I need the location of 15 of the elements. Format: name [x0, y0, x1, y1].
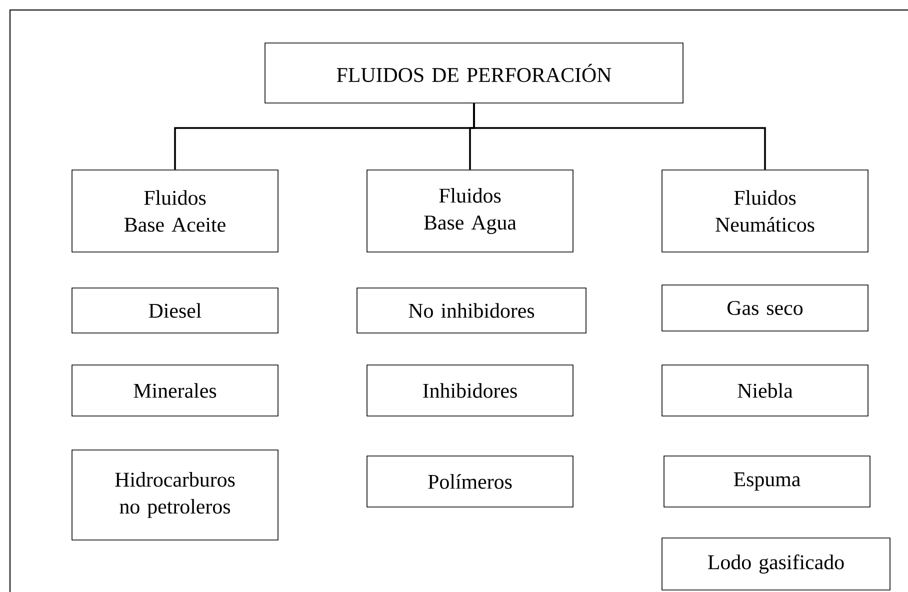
text-box: Espuma	[664, 456, 870, 508]
connector-line	[473, 103, 766, 170]
text-box: Niebla	[662, 364, 868, 416]
text-box: Minerales	[72, 364, 278, 416]
text-box: Inhibidores	[366, 364, 574, 416]
text-box: Fluidos Base Aceite	[72, 170, 278, 252]
text-box: Fluidos Neumáticos	[662, 170, 868, 252]
text-box: FLUIDOS DE PERFORACIÓN	[264, 42, 684, 104]
text-box: Hidrocarburos no petroleros	[72, 450, 278, 540]
text-box: Lodo gasificado	[662, 538, 890, 590]
text-box: Fluidos Base Agua	[366, 170, 574, 252]
text-box: Gas seco	[662, 284, 868, 332]
text-box: No inhibidores	[356, 288, 586, 334]
text-box: Polímeros	[366, 456, 574, 508]
text-box: Diesel	[72, 288, 278, 334]
